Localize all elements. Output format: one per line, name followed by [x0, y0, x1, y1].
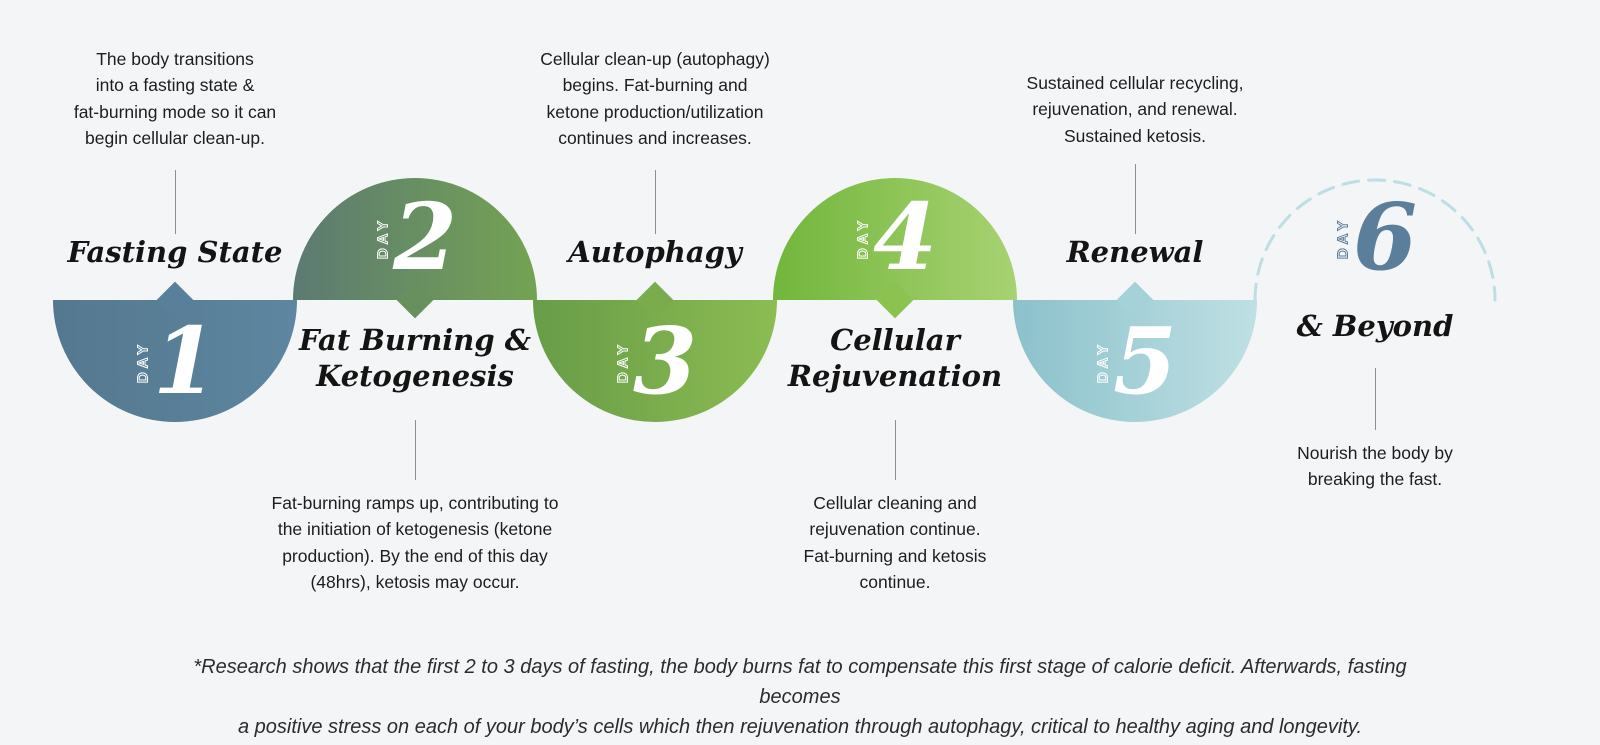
day-6-day-number: DAY 6	[1333, 190, 1417, 286]
day-2-day-label-wrap: DAY	[373, 206, 393, 270]
day-4-stage: DAY 4 Cellular Rejuvenation Cellular cle…	[735, 0, 1055, 745]
day-5-day-label: DAY	[1094, 340, 1112, 384]
day-5-title: Renewal	[1066, 235, 1204, 269]
day-3-description: Cellular clean-up (autophagy) begins. Fa…	[540, 49, 770, 148]
day-2-number: 2	[392, 183, 458, 292]
day-4-day-label: DAY	[854, 216, 872, 260]
day-6-connector-line	[1375, 368, 1376, 430]
day-6-title: & Beyond	[1296, 309, 1454, 343]
day-2-connector-line	[415, 420, 416, 480]
day-3-day-label-wrap: DAY	[613, 330, 633, 394]
day-1-day-number: DAY 1	[133, 314, 217, 410]
day-3-number: 3	[632, 307, 698, 416]
day-4-description: Cellular cleaning and rejuvenation conti…	[803, 493, 987, 592]
day-5-day-label-wrap: DAY	[1093, 330, 1113, 394]
day-5-day-number: DAY 5	[1093, 314, 1177, 410]
day-1-number: 1	[152, 307, 218, 416]
day-3-title: Autophagy	[568, 235, 742, 269]
day-1-connector-line	[175, 170, 176, 234]
day-4-number: 4	[872, 183, 938, 292]
day-4-day-number: DAY 4	[853, 190, 937, 286]
day-1-title: Fasting State	[67, 235, 283, 269]
day-1-description: The body transitions into a fasting stat…	[73, 49, 277, 148]
day-1-stage: The body transitions into a fasting stat…	[15, 0, 335, 745]
day-4-connector-line	[895, 420, 896, 480]
day-2-day-number: DAY 2	[373, 190, 457, 286]
day-4-title: Cellular Rejuvenation	[787, 323, 1003, 394]
day-6-stage: DAY 6 & Beyond Nourish the body by break…	[1215, 0, 1535, 745]
day-2-description: Fat-burning ramps up, contributing to th…	[271, 493, 559, 592]
day-6-description: Nourish the body by breaking the fast.	[1297, 443, 1453, 490]
day-6-number: 6	[1352, 183, 1418, 292]
day-1-day-label-wrap: DAY	[133, 330, 153, 394]
day-5-description: Sustained cellular recycling, rejuvenati…	[1026, 73, 1244, 146]
day-6-dashed-arc	[1253, 176, 1497, 302]
day-3-day-label: DAY	[614, 340, 632, 384]
day-2-title: Fat Burning & Ketogenesis	[299, 323, 531, 394]
day-4-day-label-wrap: DAY	[853, 206, 873, 270]
day-5-stage: Sustained cellular recycling, rejuvenati…	[975, 0, 1295, 745]
dashed-circle-icon	[1253, 178, 1497, 302]
day-6-day-label: DAY	[1334, 216, 1352, 260]
day-3-day-number: DAY 3	[613, 314, 697, 410]
day-2-day-label: DAY	[374, 216, 392, 260]
day-5-number: 5	[1112, 307, 1178, 416]
day-5-connector-line	[1135, 164, 1136, 234]
footnote: *Research shows that the first 2 to 3 da…	[193, 656, 1407, 738]
day-3-stage: Cellular clean-up (autophagy) begins. Fa…	[495, 0, 815, 745]
day-2-stage: DAY 2 Fat Burning & Ketogenesis Fat-burn…	[255, 0, 575, 745]
day-3-connector-line	[655, 170, 656, 234]
day-6-day-label-wrap: DAY	[1333, 206, 1353, 270]
day-1-day-label: DAY	[134, 340, 152, 384]
